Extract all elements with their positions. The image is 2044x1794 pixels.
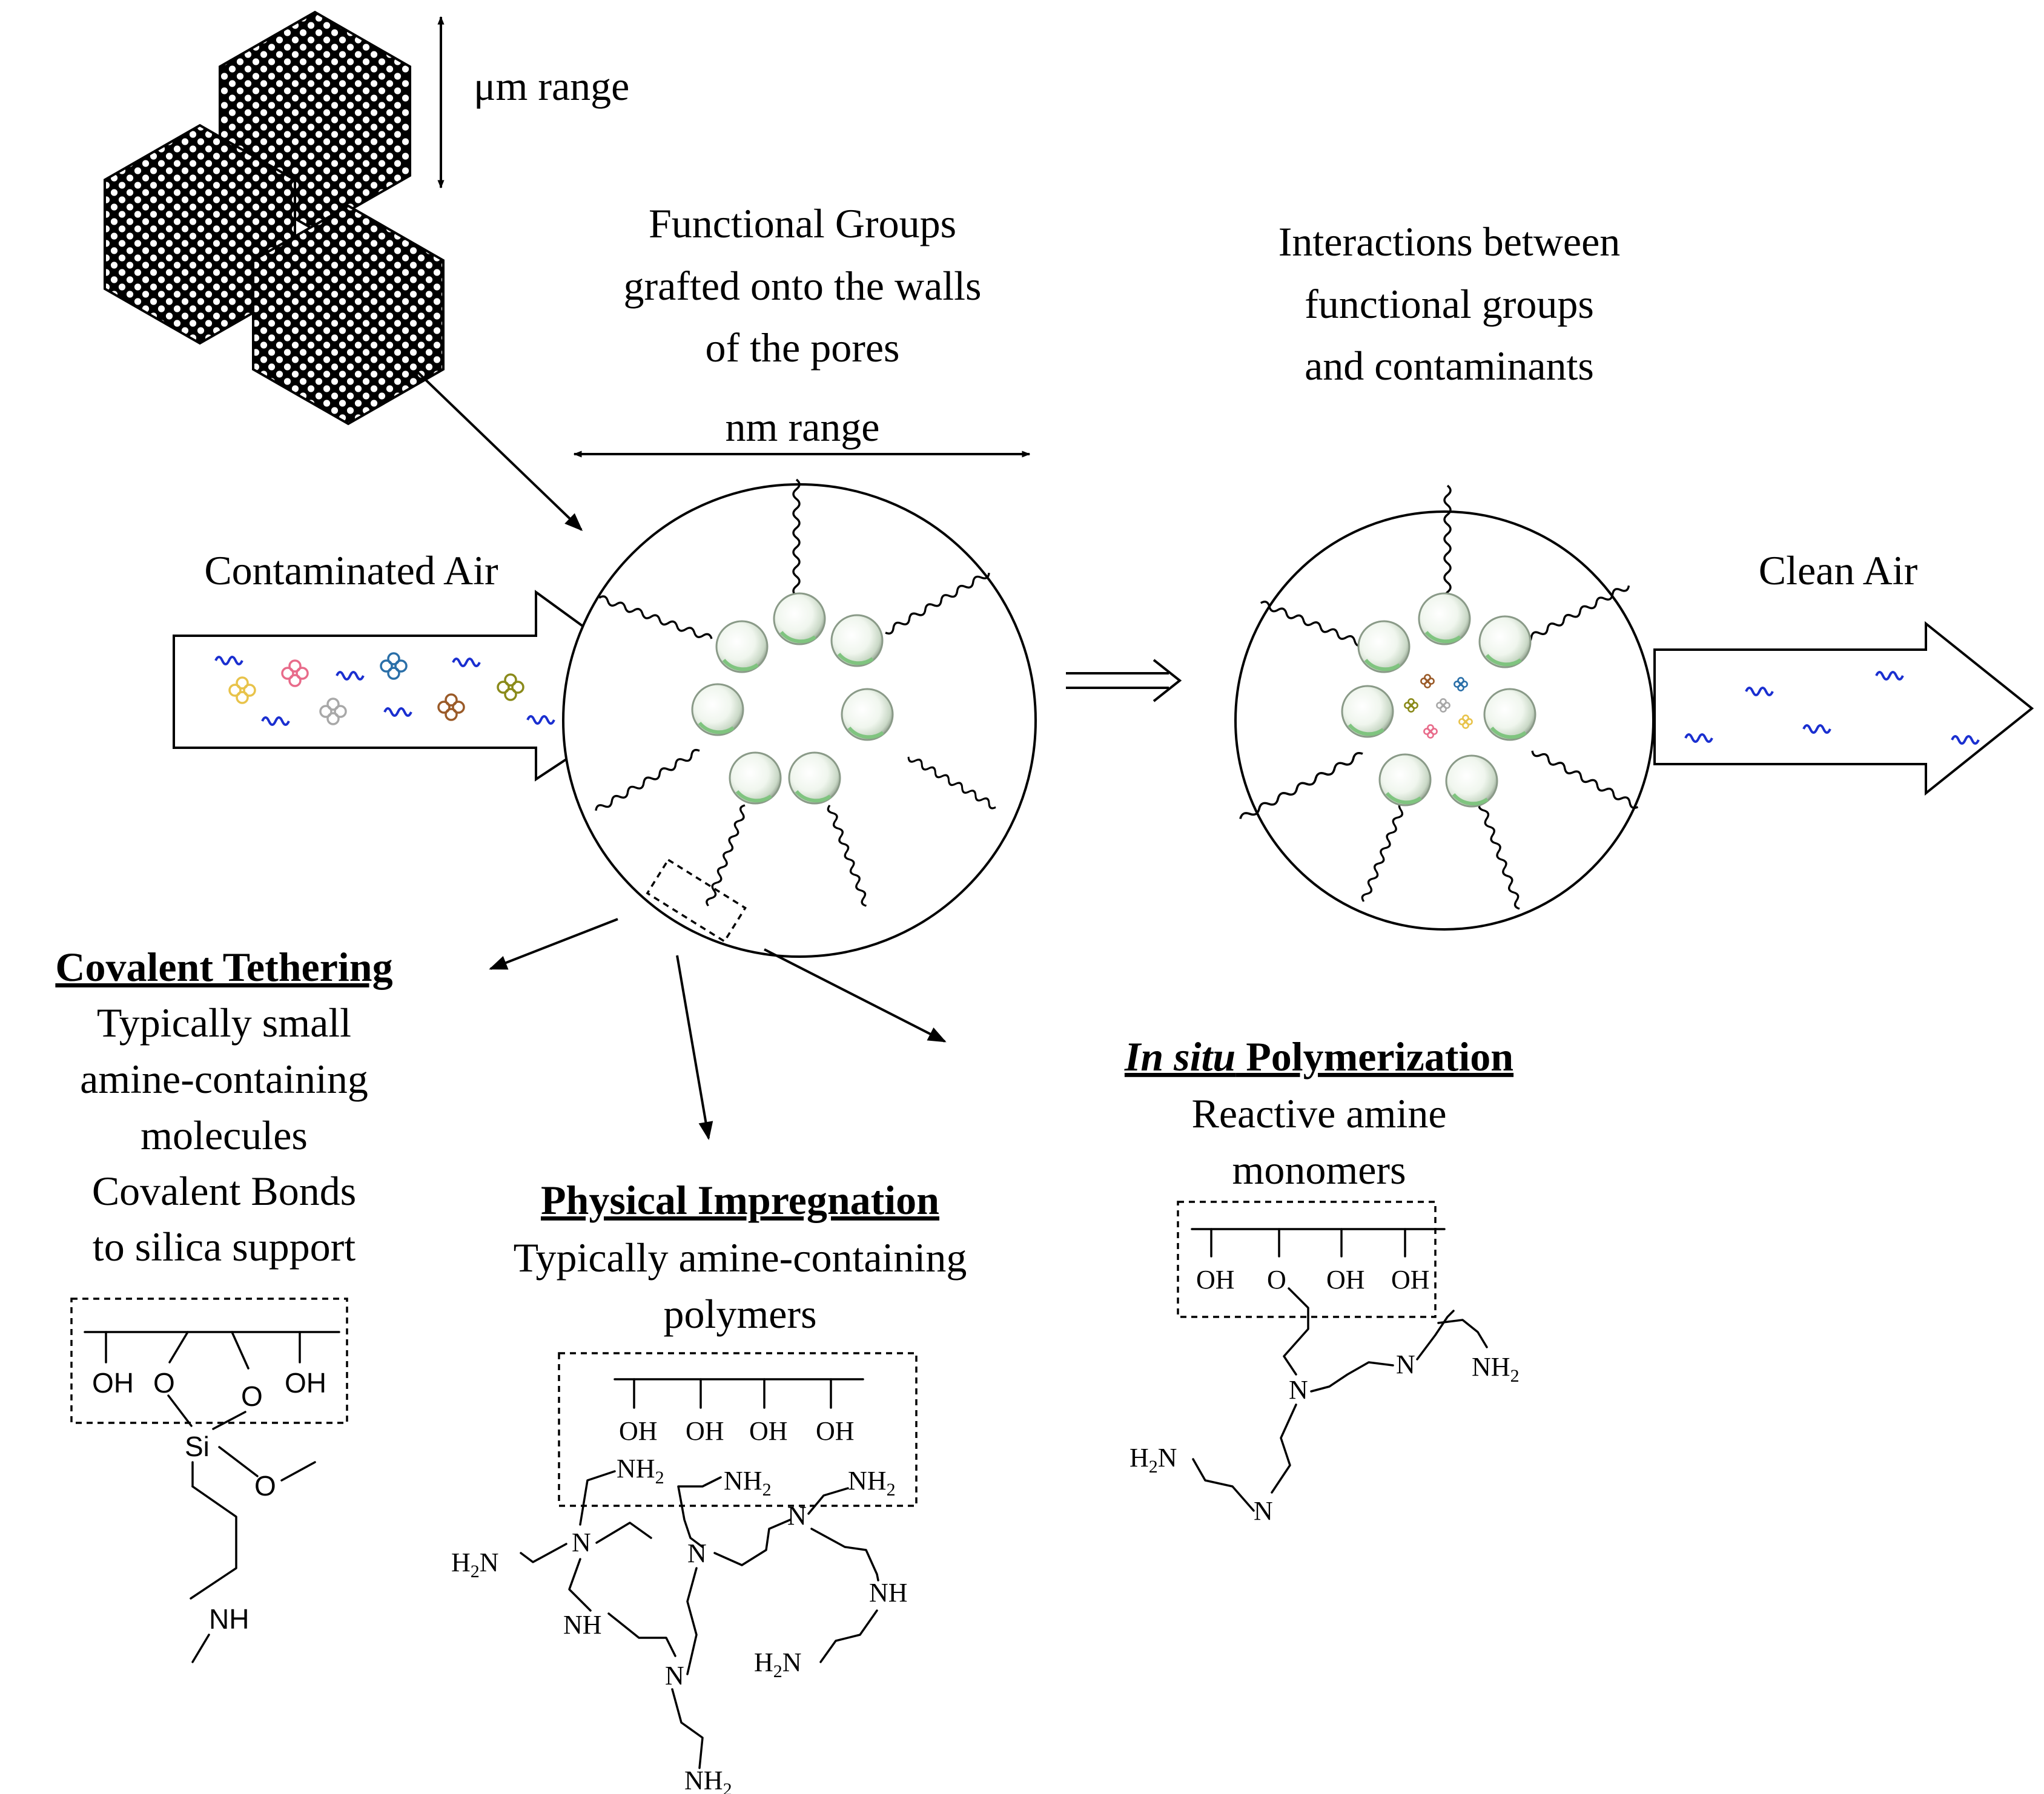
svg-text:NH2: NH2 <box>684 1766 732 1794</box>
pore-cross-section-icon <box>562 478 1037 958</box>
svg-text:OH: OH <box>749 1416 788 1446</box>
svg-text:Covalent Bonds: Covalent Bonds <box>92 1168 356 1214</box>
svg-text:monomers: monomers <box>1232 1147 1406 1193</box>
svg-text:O: O <box>153 1367 175 1399</box>
covalent-tethering-section: Covalent Tethering Typically small amine… <box>55 944 393 1663</box>
svg-text:of the pores: of the pores <box>705 325 899 371</box>
svg-text:amine-containing: amine-containing <box>80 1056 368 1102</box>
functional-groups-caption: Functional Groups grafted onto the walls… <box>623 200 981 371</box>
svg-text:NH: NH <box>869 1578 908 1608</box>
svg-text:OH: OH <box>285 1367 326 1399</box>
svg-text:Functional Groups: Functional Groups <box>649 200 956 246</box>
svg-text:Typically amine-containing: Typically amine-containing <box>514 1235 967 1281</box>
svg-text:H2N: H2N <box>451 1548 499 1581</box>
svg-text:functional groups: functional groups <box>1305 281 1594 327</box>
um-range-label: μm range <box>474 63 629 109</box>
svg-text:OH: OH <box>1326 1265 1365 1294</box>
svg-text:H2N: H2N <box>1129 1443 1177 1477</box>
svg-text:N: N <box>572 1528 591 1557</box>
svg-text:and contaminants: and contaminants <box>1305 343 1594 389</box>
contaminated-air-label: Contaminated Air <box>204 547 498 593</box>
physical-impregnation-section: Physical Impregnation Typically amine-co… <box>451 1177 967 1794</box>
zoom-box <box>646 858 747 943</box>
svg-text:OH: OH <box>1391 1265 1430 1294</box>
svg-text:NH2: NH2 <box>617 1454 664 1488</box>
svg-text:NH2: NH2 <box>724 1466 772 1500</box>
svg-text:NH2: NH2 <box>1472 1352 1520 1386</box>
svg-text:N: N <box>665 1661 684 1690</box>
svg-text:N: N <box>1396 1350 1415 1379</box>
svg-text:OH: OH <box>1196 1265 1235 1294</box>
physical-heading: Physical Impregnation <box>541 1177 939 1223</box>
zoom-arrow-icon <box>417 371 583 532</box>
svg-text:Typically small: Typically small <box>97 1000 351 1046</box>
svg-text:to silica support: to silica support <box>93 1224 356 1270</box>
insitu-polymerization-section: In situ Polymerization Reactive amine mo… <box>1124 1034 1520 1526</box>
svg-text:grafted onto the walls: grafted onto the walls <box>623 263 981 309</box>
clean-air-label: Clean Air <box>1759 547 1918 593</box>
pore-with-captured-contaminants-icon <box>1234 484 1655 931</box>
svg-text:OH: OH <box>619 1416 658 1446</box>
svg-text:N: N <box>1254 1496 1273 1526</box>
interactions-caption: Interactions between functional groups a… <box>1278 219 1621 389</box>
hexagon-mesoporous-particle-icon <box>104 10 445 426</box>
svg-text:Si: Si <box>185 1431 210 1462</box>
insitu-heading: In situ Polymerization <box>1124 1034 1513 1080</box>
branch-arrow-covalent <box>489 918 618 970</box>
svg-text:OH: OH <box>816 1416 855 1446</box>
svg-text:O: O <box>254 1470 276 1502</box>
svg-text:NH: NH <box>209 1603 249 1635</box>
svg-text:Interactions between: Interactions between <box>1278 219 1621 265</box>
svg-text:OH: OH <box>686 1416 724 1446</box>
svg-text:Reactive amine: Reactive amine <box>1191 1090 1446 1136</box>
svg-text:O: O <box>1267 1265 1286 1294</box>
svg-text:O: O <box>241 1380 263 1412</box>
clean-air-arrow-icon <box>1653 621 2034 796</box>
svg-text:NH2: NH2 <box>848 1466 896 1500</box>
svg-text:N: N <box>687 1538 707 1568</box>
svg-text:H2N: H2N <box>754 1647 802 1681</box>
nm-range-label: nm range <box>726 404 880 450</box>
svg-text:polymers: polymers <box>663 1291 816 1337</box>
svg-text:OH: OH <box>92 1367 134 1399</box>
svg-text:N: N <box>787 1501 807 1531</box>
covalent-heading: Covalent Tethering <box>55 944 392 990</box>
branch-arrow-physical <box>676 955 713 1140</box>
branch-arrow-insitu <box>764 948 947 1043</box>
svg-text:N: N <box>1289 1375 1308 1405</box>
implies-arrow-icon <box>1066 659 1182 702</box>
svg-text:molecules: molecules <box>141 1112 308 1158</box>
svg-text:NH: NH <box>563 1610 602 1640</box>
